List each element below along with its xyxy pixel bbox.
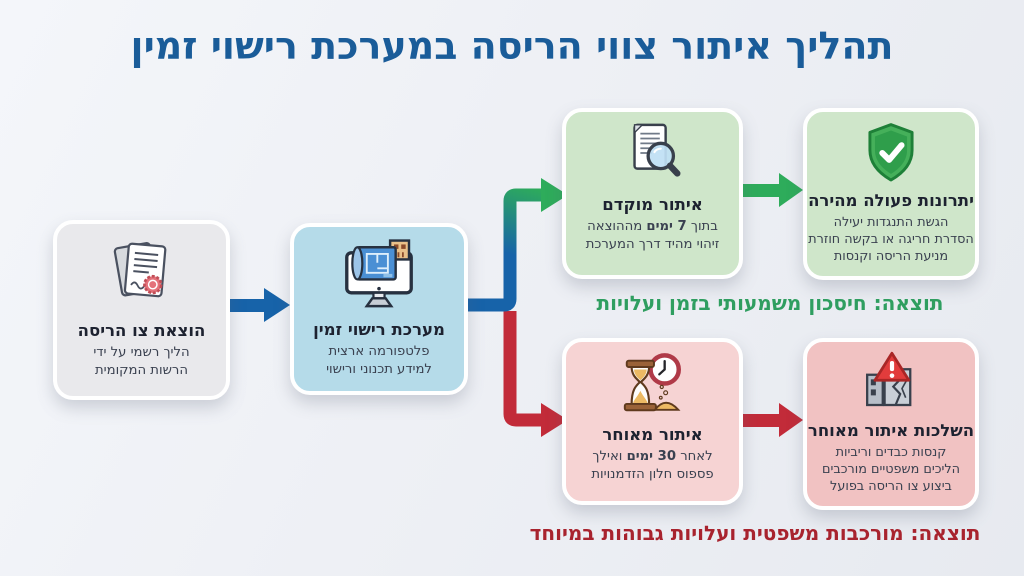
result-negative-text: תוצאה: מורכבות משפטית ועלויות גבוהות במי… [529,521,981,545]
card-description: הליך רשמי על ידי הרשות המקומית [93,344,190,378]
desc-line-1: הגשת התנגדות יעילה [833,214,949,230]
desc-line-2: זיהוי מהיד דרך המערכת [585,236,720,252]
hourglass-clock-icon [617,350,689,424]
card-description: קנסות כבדים וריביות הליכים משפטיים מורכב… [822,444,960,495]
arrow-head-icon [779,403,803,437]
desc-line-1: לאחר 30 ימים ואילך [592,448,713,464]
card-title: השלכות איתור מאוחר [807,421,975,440]
card-late-detection-consequences: השלכות איתור מאוחר קנסות כבדים וריביות ה… [803,338,979,510]
branch-late-path [503,311,543,427]
card-fast-action-benefits: יתרונות פעולה מהירה הגשת התנגדות יעילה ה… [803,108,979,280]
arrow-bar [228,298,264,312]
arrow-head-icon [779,173,803,207]
branch-early-arrowhead-icon [541,178,568,212]
card-title: הוצאת צו הריסה [77,321,206,340]
desc-line-3: מניעת הריסה וקנסות [833,249,949,264]
shield-check-icon [857,120,925,190]
monitor-blueprint-icon [338,235,420,319]
card-rishui-zamin-system: מערכת רישוי זמין פלטפורמה ארצית למידע תכ… [290,223,468,395]
card-title: איתור מוקדם [602,195,703,214]
arrow-order-to-system [228,288,290,322]
arrow-head-icon [264,288,290,322]
arrow-late-to-consequences [743,403,803,437]
card-demolition-order: הוצאת צו הריסה הליך רשמי על ידי הרשות המ… [53,220,230,400]
card-description: בתוך 7 ימים מההוצאה זיהוי מהיד דרך המערכ… [586,218,720,253]
card-early-detection: איתור מוקדם בתוך 7 ימים מההוצאה זיהוי מה… [562,108,743,279]
branch-early-path [465,188,543,312]
card-description: לאחר 30 ימים ואילך פספוס חלון הזדמנויות [591,448,713,483]
document-seal-icon [102,232,182,320]
desc-line-2: הסדרת חריגה או בקשה חוזרת [808,231,974,247]
branch-connector [465,178,568,437]
arrow-early-to-benefits [743,173,803,207]
result-positive-text: תוצאה: חיסכון משמעותי בזמן ועלויות [596,291,944,315]
arrow-bar [743,413,779,427]
card-title: איתור מאוחר [602,425,703,444]
desc-line-2: הליכים משפטיים מורכבים [822,461,960,477]
building-warning-icon [857,350,925,420]
card-title: יתרונות פעולה מהירה [808,191,974,210]
arrow-bar [743,183,779,197]
desc-line-2: פספוס חלון הזדמנויות [591,466,714,482]
card-description: פלטפורמה ארצית למידע תכנוני ורישוי [326,343,432,377]
branch-late-arrowhead-icon [541,403,568,437]
page-title: תהליך איתור צווי הריסה במערכת רישוי זמין [130,24,894,68]
desc-line-3: ביצוע צו הריסה בפועל [830,479,952,494]
document-magnifier-icon [617,120,689,194]
card-late-detection: איתור מאוחר לאחר 30 ימים ואילך פספוס חלו… [562,338,743,505]
card-description: הגשת התנגדות יעילה הסדרת חריגה או בקשה ח… [808,214,974,265]
card-title: מערכת רישוי זמין [313,320,445,339]
desc-line-1: בתוך 7 ימים מההוצאה [587,218,718,234]
desc-line-1: קנסות כבדים וריביות [835,444,947,460]
